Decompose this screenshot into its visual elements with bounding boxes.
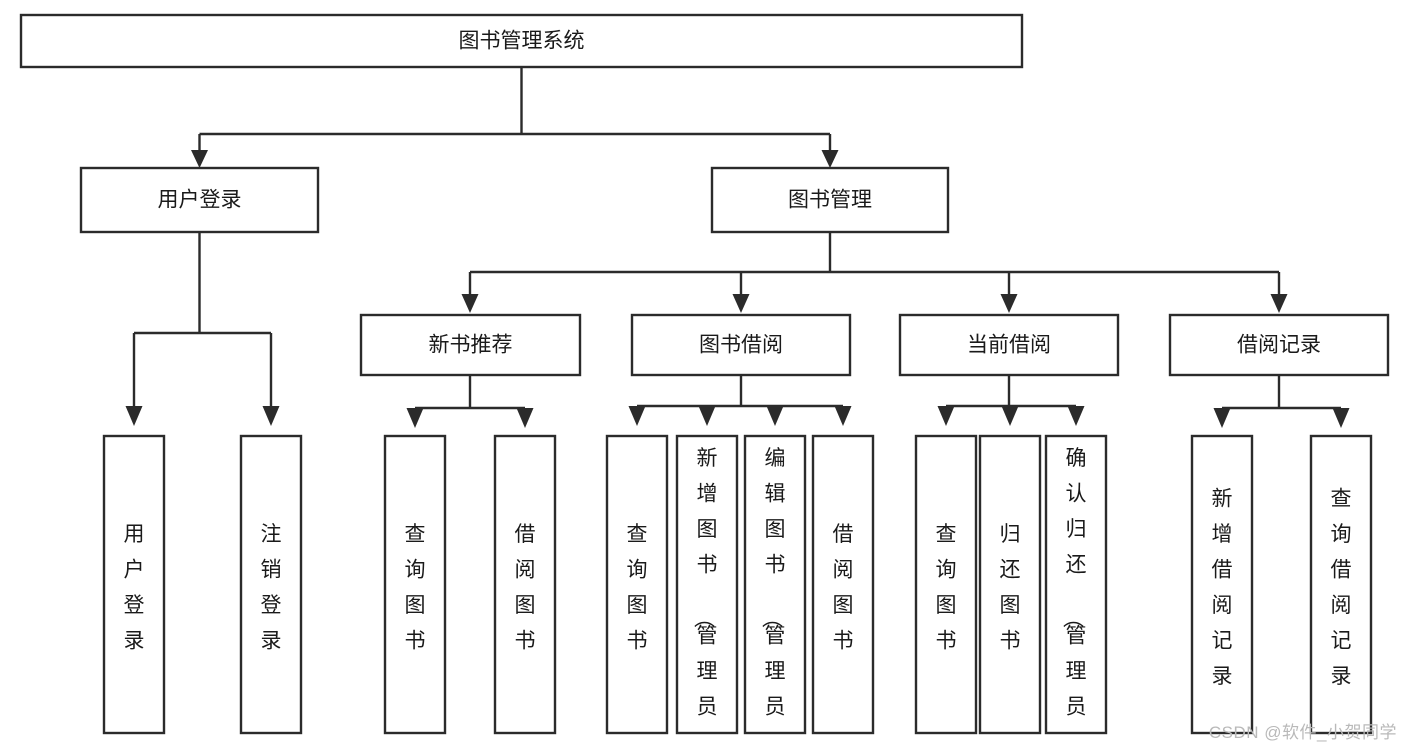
arrow-head-borrow-record [1270,294,1288,313]
node-leaf-borrow-book-1[interactable] [493,434,557,735]
node-leaf-query-book-3-label: 查询图书 [936,523,957,653]
node-book-manage-box[interactable] [710,166,950,234]
arrow-head-book-manage [821,150,839,168]
node-leaf-add-record-label: 新增借阅记录 [1212,488,1233,689]
node-borrow-record-label: 借阅记录 [1237,334,1321,357]
node-leaf-query-book-2-box[interactable] [605,434,669,735]
node-leaf-add-record-box[interactable] [1190,434,1254,735]
node-book-manage-label: 图书管理 [788,189,872,212]
node-leaf-query-book-3-box[interactable] [914,434,978,735]
node-leaf-query-record[interactable] [1309,434,1373,735]
leaf-label-layer: 用户登录 注销登录 查询图书 借阅图书 查询图书 新增图书（管理员） 编辑图书（管理员） 借阅… [124,447,1352,747]
node-new-book-rec[interactable]: 新书推荐 [359,313,582,377]
node-leaf-logout[interactable] [239,434,303,735]
node-leaf-borrow-book-2[interactable] [811,434,875,735]
arrow-head-leaf-borrow-book-1 [516,408,534,428]
node-book-borrow-box[interactable] [630,313,852,377]
node-leaf-add-record[interactable] [1190,434,1254,735]
node-leaf-edit-book[interactable] [743,434,807,735]
node-leaf-borrow-book-2-label: 借阅图书 [833,523,854,653]
node-root-box[interactable] [19,13,1024,69]
arrow-head-leaf-return-book [1001,406,1019,426]
node-leaf-borrow-book-1-label: 借阅图书 [515,523,536,653]
arrow-head-leaf-user-login [125,406,143,426]
node-current-borrow-box[interactable] [898,313,1120,377]
node-user-login-label: 用户登录 [158,189,242,212]
node-current-borrow[interactable]: 当前借阅 [898,313,1120,377]
arrow-head-user-login [191,150,208,168]
node-leaf-query-record-label: 查询借阅记录 [1331,488,1352,689]
node-leaf-borrow-book-1-box[interactable] [493,434,557,735]
node-leaf-logout-box[interactable] [239,434,303,735]
node-leaf-borrow-book-2-box[interactable] [811,434,875,735]
node-leaf-query-book-3[interactable] [914,434,978,735]
node-leaf-confirm-return-box[interactable] [1044,434,1108,735]
arrow-head-leaf-query-record [1332,408,1350,428]
node-leaf-return-book-box[interactable] [978,434,1042,735]
node-leaf-query-book-1-label: 查询图书 [405,523,426,653]
arrow-head-leaf-add-record [1213,408,1231,428]
node-leaf-add-book-label: 新增图书（管理员） [692,447,718,747]
connector-group-current-borrow [937,375,1085,426]
arrow-head-leaf-query-book-2 [628,406,646,426]
node-new-book-rec-label: 新书推荐 [429,334,513,357]
node-leaf-query-book-2-label: 查询图书 [627,523,648,653]
node-leaf-edit-book-label: 编辑图书（管理员） [760,447,786,747]
arrow-head-book-borrow [732,294,750,313]
node-borrow-record[interactable]: 借阅记录 [1168,313,1390,377]
node-leaf-logout-label: 注销登录 [261,523,282,653]
node-leaf-confirm-return-label: 确认归还（管理员） [1061,447,1087,747]
arrow-head-leaf-add-book [698,406,716,426]
arrow-head-leaf-confirm-return [1067,406,1085,426]
node-leaf-query-book-2[interactable] [605,434,669,735]
connector-group-book-borrow [628,375,852,426]
connector-group-new-book-rec [406,375,534,428]
node-leaf-query-record-box[interactable] [1309,434,1373,735]
node-leaf-query-book-1-box[interactable] [383,434,447,735]
arrow-head-new-book-rec [461,294,479,313]
connector-group-borrow-record [1213,375,1350,428]
arrow-head-current-borrow [1000,294,1018,313]
arrow-head-leaf-borrow-book-2 [834,406,852,426]
node-root-label: 图书管理系统 [459,30,585,53]
node-leaf-user-login-box[interactable] [102,434,166,735]
node-current-borrow-label: 当前借阅 [967,334,1051,357]
node-leaf-add-book-box[interactable] [675,434,739,735]
node-leaf-return-book-label: 归还图书 [1000,523,1021,653]
arrow-head-leaf-edit-book [766,406,784,426]
node-leaf-edit-book-box[interactable] [743,434,807,735]
arrow-head-leaf-query-book-3 [937,406,955,426]
node-leaf-add-book[interactable] [675,434,739,735]
node-root[interactable]: 图书管理系统 [19,13,1024,69]
arrow-head-leaf-logout [262,406,280,426]
connector-group-user-login [125,232,280,426]
node-user-login-box[interactable] [79,166,320,234]
node-new-book-rec-box[interactable] [359,313,582,377]
node-leaf-user-login[interactable] [102,434,166,735]
node-book-manage[interactable]: 图书管理 [710,166,950,234]
connector-group-root [191,67,839,168]
connector-group-book-manage [461,232,1288,313]
node-leaf-user-login-label: 用户登录 [124,523,145,653]
node-book-borrow[interactable]: 图书借阅 [630,313,852,377]
node-leaf-return-book[interactable] [978,434,1042,735]
node-leaf-confirm-return[interactable] [1044,434,1108,735]
node-borrow-record-box[interactable] [1168,313,1390,377]
node-user-login[interactable]: 用户登录 [79,166,320,234]
arrow-head-leaf-query-book-1 [406,408,424,428]
node-leaf-query-book-1[interactable] [383,434,447,735]
node-book-borrow-label: 图书借阅 [699,334,783,357]
